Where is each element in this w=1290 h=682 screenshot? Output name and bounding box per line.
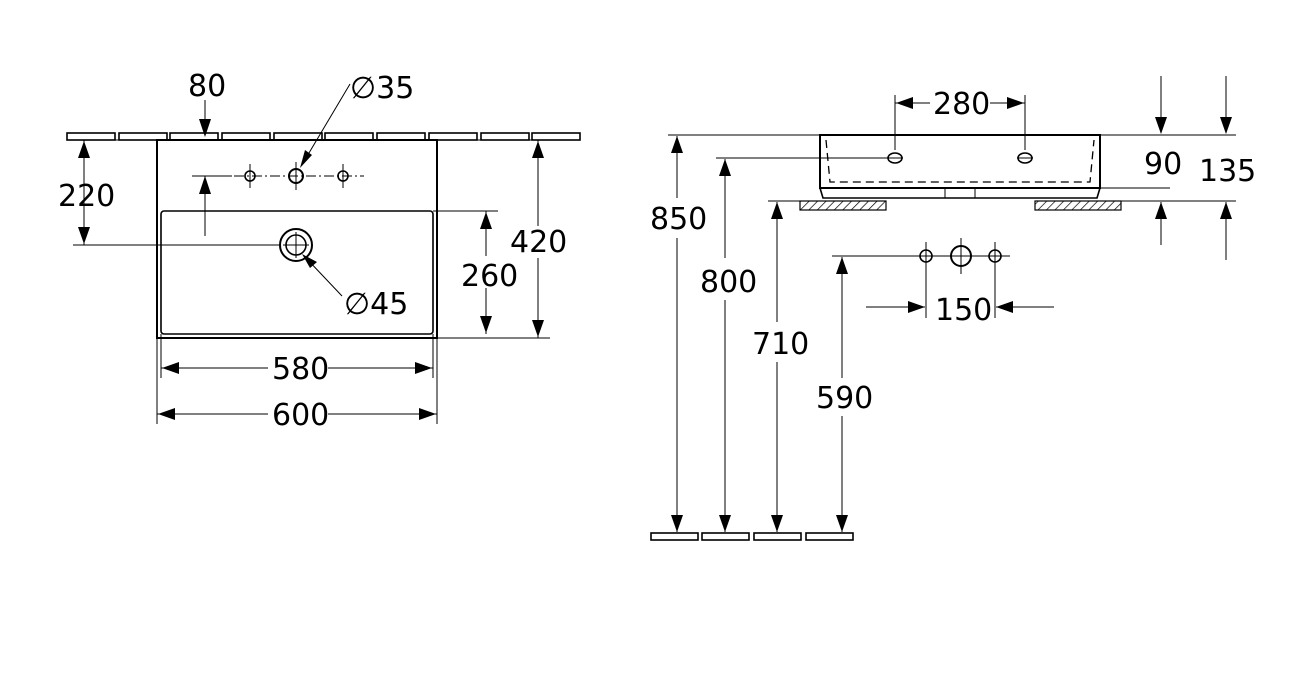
dim-150-label: 150 bbox=[935, 293, 992, 328]
dim-420-label: 420 bbox=[510, 225, 567, 260]
basin-outline bbox=[156, 139, 438, 339]
support-right bbox=[1034, 200, 1122, 211]
dim-dia35-label: ∅35 bbox=[350, 71, 414, 106]
dim-590-label: 590 bbox=[816, 381, 873, 416]
tap-hole-marks bbox=[234, 162, 364, 190]
basin-side-profile bbox=[819, 134, 1101, 189]
dim-580-label: 580 bbox=[272, 352, 329, 387]
dim-800-label: 800 bbox=[700, 265, 757, 300]
dim-850-label: 850 bbox=[650, 202, 707, 237]
side-view: 280 90 135 850 bbox=[650, 76, 1256, 541]
dim-280-label: 280 bbox=[933, 87, 990, 122]
dim-135-label: 135 bbox=[1199, 154, 1256, 189]
dim-90-label: 90 bbox=[1144, 147, 1182, 182]
dim-710-label: 710 bbox=[752, 327, 809, 362]
floor-strip bbox=[650, 532, 854, 541]
dim-dia45-label: ∅45 bbox=[344, 287, 408, 322]
support-left bbox=[799, 200, 887, 211]
waste-outlet bbox=[279, 228, 313, 262]
dim-600-label: 600 bbox=[272, 398, 329, 433]
top-view: 80 ∅35 220 420 260 ∅45 bbox=[58, 69, 581, 433]
wall-strip bbox=[66, 132, 581, 141]
bowl-outline bbox=[160, 210, 434, 335]
dim-260-label: 260 bbox=[461, 259, 518, 294]
dim-220-label: 220 bbox=[58, 179, 115, 214]
dim-80-label: 80 bbox=[188, 69, 226, 104]
tap-holes-elevation bbox=[905, 238, 1012, 274]
